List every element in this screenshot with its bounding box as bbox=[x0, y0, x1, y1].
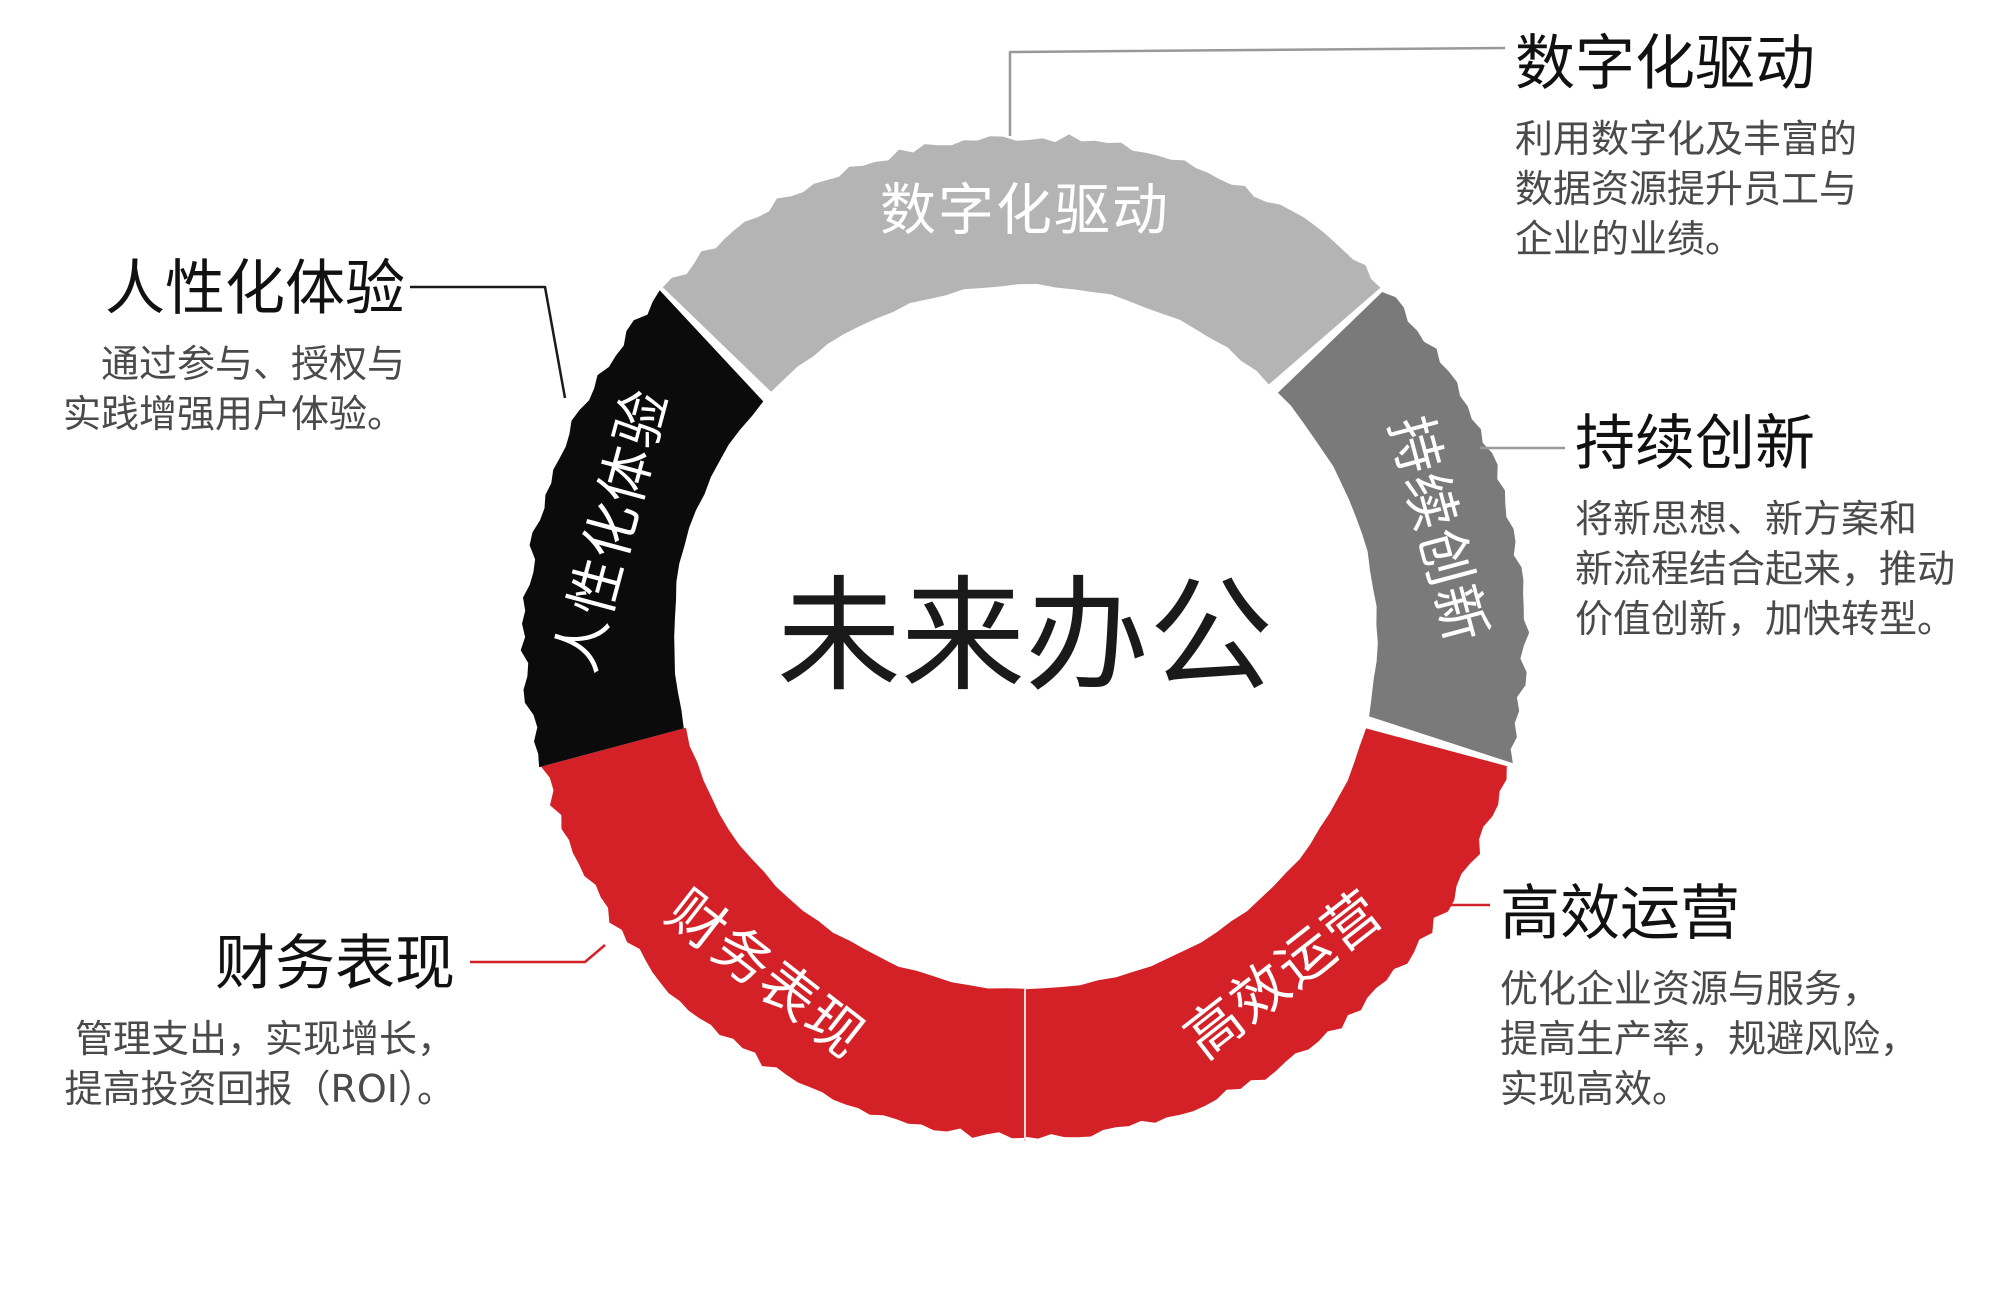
callout-digital-desc: 利用数字化及丰富的 数据资源提升员工与 企业的业绩。 bbox=[1515, 114, 1857, 264]
ring-segment-innovation bbox=[1277, 292, 1530, 764]
callout-innovation-line-1: 将新思想、新方案和 bbox=[1575, 497, 1918, 541]
ring-segment-digital bbox=[662, 134, 1381, 392]
callout-innovation-desc: 将新思想、新方案和 新流程结合起来，推动 价值创新，加快转型。 bbox=[1575, 494, 1955, 644]
callout-experience: 人性化体验 通过参与、授权与 实践增强用户体验。 bbox=[63, 253, 405, 439]
callout-finance: 财务表现 管理支出，实现增长， 提高投资回报（ROI）。 bbox=[64, 928, 455, 1114]
callout-innovation: 持续创新 将新思想、新方案和 新流程结合起来，推动 价值创新，加快转型。 bbox=[1575, 408, 1955, 644]
callout-digital-line-2: 数据资源提升员工与 bbox=[1515, 167, 1858, 211]
connector-finance bbox=[470, 944, 606, 964]
center-title: 未来办公 bbox=[777, 565, 1273, 709]
callout-finance-line-2: 提高投资回报（ROI）。 bbox=[64, 1067, 455, 1111]
callout-experience-title: 人性化体验 bbox=[105, 254, 405, 324]
callout-operation-line-3: 实现高效。 bbox=[1500, 1067, 1691, 1111]
callout-innovation-title: 持续创新 bbox=[1575, 409, 1815, 479]
ring-segment-finance bbox=[541, 727, 1025, 1139]
callout-finance-desc: 管理支出，实现增长， 提高投资回报（ROI）。 bbox=[64, 1014, 455, 1114]
connector-digital bbox=[1008, 46, 1506, 136]
ring-label-digital: 数字化驱动 bbox=[880, 179, 1170, 244]
ring-segment-operation bbox=[1025, 728, 1507, 1139]
callout-innovation-line-2: 新流程结合起来，推动 bbox=[1575, 547, 1956, 591]
callout-finance-title: 财务表现 bbox=[215, 929, 455, 999]
callout-finance-line-1: 管理支出，实现增长， bbox=[74, 1017, 455, 1061]
callout-operation-line-2: 提高生产率，规避风险， bbox=[1500, 1017, 1919, 1061]
callout-digital-line-3: 企业的业绩。 bbox=[1515, 217, 1744, 261]
callout-operation-title: 高效运营 bbox=[1500, 879, 1740, 949]
callout-operation: 高效运营 优化企业资源与服务， 提高生产率，规避风险， 实现高效。 bbox=[1500, 878, 1918, 1114]
callout-digital: 数字化驱动 利用数字化及丰富的 数据资源提升员工与 企业的业绩。 bbox=[1515, 28, 1857, 264]
ring-segment-experience bbox=[520, 290, 764, 768]
connector-experience bbox=[410, 285, 567, 399]
callout-operation-line-1: 优化企业资源与服务， bbox=[1500, 967, 1881, 1011]
callout-experience-desc: 通过参与、授权与 实践增强用户体验。 bbox=[63, 339, 405, 439]
callout-operation-desc: 优化企业资源与服务， 提高生产率，规避风险， 实现高效。 bbox=[1500, 964, 1918, 1114]
callout-experience-line-1: 通过参与、授权与 bbox=[100, 342, 405, 386]
callout-digital-line-1: 利用数字化及丰富的 bbox=[1515, 117, 1858, 161]
callout-digital-title: 数字化驱动 bbox=[1515, 29, 1815, 99]
callout-innovation-line-3: 价值创新，加快转型。 bbox=[1575, 597, 1956, 641]
callout-experience-line-2: 实践增强用户体验。 bbox=[62, 392, 405, 436]
